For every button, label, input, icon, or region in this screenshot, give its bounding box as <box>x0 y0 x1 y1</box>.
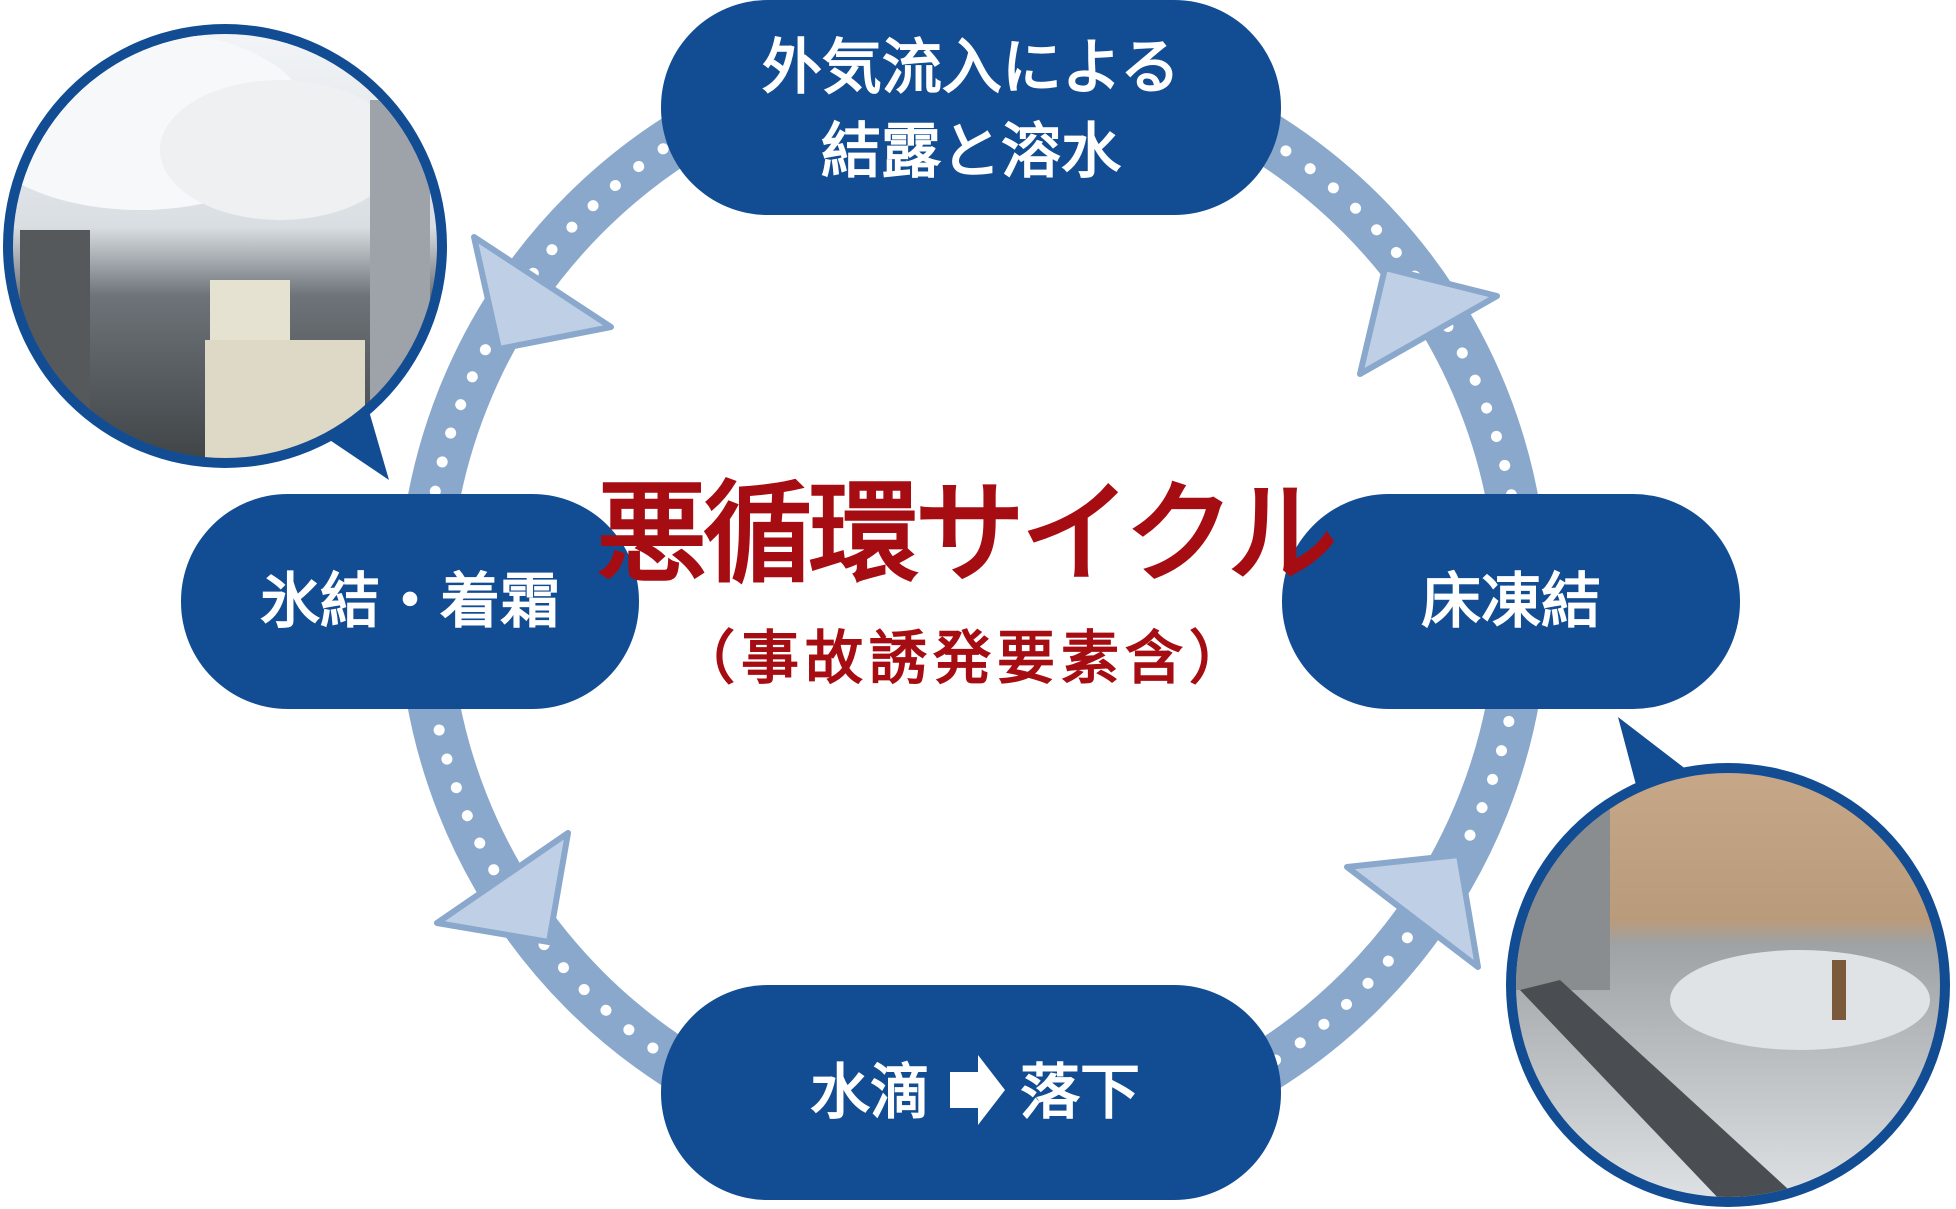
stage-condensation-line2: 結露と溶水 <box>821 117 1122 187</box>
stage-icing-frost: 氷結・着霜 <box>181 494 639 709</box>
stage-floor-freezing: 床凍結 <box>1282 494 1740 709</box>
frozen-floor-photo <box>1516 773 1940 1197</box>
arrowhead-icon <box>1357 265 1500 377</box>
cycle-title: 悪循環サイクル <box>597 470 1334 598</box>
cycle-subtitle: （事故誘発要素含） <box>677 624 1253 692</box>
arrowhead-icon <box>1344 852 1481 970</box>
right-arrow-icon <box>950 1055 1005 1125</box>
arrowhead-icon <box>471 234 614 352</box>
stage-icing-frost-label: 氷結・着霜 <box>260 567 560 637</box>
stage-condensation-line1: 外気流入による <box>762 33 1180 103</box>
arrowhead-icon <box>434 830 571 945</box>
stage-floor-freezing-label: 床凍結 <box>1421 567 1601 637</box>
stage-falling-label: 落下 <box>1020 1058 1140 1128</box>
stage-dripping-label: 水滴 <box>810 1058 930 1128</box>
stage-dripping: 水滴 落下 <box>661 985 1281 1200</box>
stage-condensation: 外気流入による 結露と溶水 <box>661 0 1281 215</box>
frozen-floor-photo-bubble <box>1506 717 1950 1207</box>
frost-photo-bubble <box>3 24 447 480</box>
